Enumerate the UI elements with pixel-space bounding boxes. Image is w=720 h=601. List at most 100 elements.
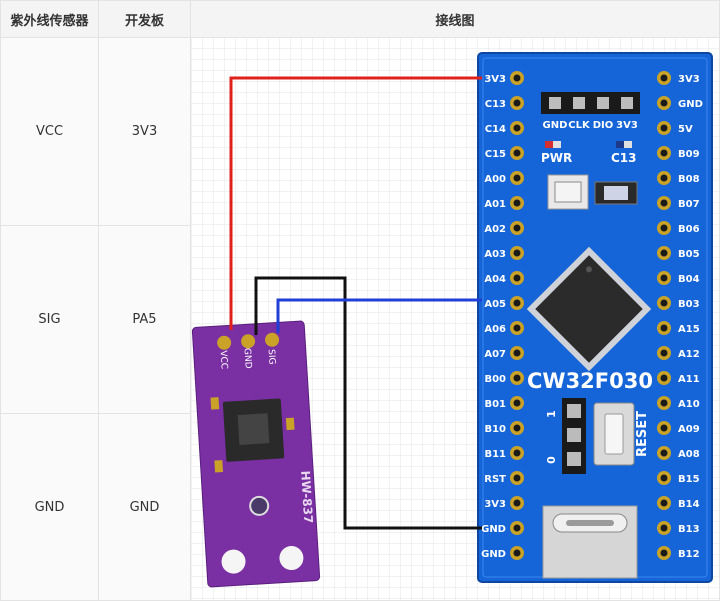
right-pin-label: B06 [678, 224, 700, 235]
sensor-pin-cell: VCC [0, 37, 99, 226]
header-pin [573, 97, 585, 109]
right-pin-hole [660, 124, 668, 132]
right-pin-hole [660, 399, 668, 407]
right-pin-label: A12 [678, 349, 700, 360]
board-pin-cell: PA5 [98, 225, 191, 414]
right-pin-hole [660, 299, 668, 307]
pwr-label: PWR [541, 151, 572, 165]
right-pin-label: B13 [678, 524, 700, 535]
right-pin-label: B07 [678, 199, 700, 210]
header-pin-label: GND [543, 120, 568, 131]
left-pin-label: B01 [484, 399, 506, 410]
board-pin-cell: GND [98, 413, 191, 601]
right-pin-label: A09 [678, 424, 700, 435]
board-name: CW32F030 [527, 369, 653, 393]
left-pin-label: B11 [484, 449, 506, 460]
left-pin-hole [513, 299, 521, 307]
right-pin-hole [660, 99, 668, 107]
table-row: GND GND [0, 413, 720, 601]
left-pin-label: C13 [485, 99, 506, 110]
sensor-pin-label-gnd: GND [242, 348, 253, 369]
wire-gnd [254, 276, 482, 530]
right-pin-hole [660, 274, 668, 282]
right-pin-hole [660, 524, 668, 532]
right-pin-label: B04 [678, 274, 700, 285]
jumper-label-1: 1 [545, 410, 558, 418]
left-pin-label: 3V3 [484, 499, 506, 510]
left-pin-hole [513, 499, 521, 507]
left-pin-label: A02 [484, 224, 506, 235]
sensor-pin-label-sig: SIG [266, 349, 277, 365]
left-pin-label: C14 [485, 124, 506, 135]
table-header-row: 紫外线传感器 开发板 接线图 [0, 0, 720, 38]
left-pin-label: A05 [484, 299, 506, 310]
mount-hole [221, 549, 246, 574]
right-pin-hole [660, 349, 668, 357]
left-pin-label: B00 [484, 374, 506, 385]
right-pin-hole [660, 74, 668, 82]
header-pin-label: CLK [568, 120, 591, 131]
right-pin-label: B14 [678, 499, 700, 510]
left-pin-hole [513, 349, 521, 357]
left-pin-hole [513, 549, 521, 557]
reset-button-cap[interactable] [604, 413, 624, 455]
right-pin-label: B03 [678, 299, 700, 310]
header-pin-label: DIO [593, 120, 614, 131]
right-pin-label: 5V [678, 124, 693, 135]
header-board: 开发板 [98, 0, 191, 38]
board-pin-cell: 3V3 [98, 37, 191, 226]
right-pin-hole [660, 324, 668, 332]
table-row: SIG PA5 [0, 225, 720, 414]
left-pin-hole [513, 74, 521, 82]
right-pin-label: GND [678, 99, 703, 110]
right-pin-label: B12 [678, 549, 700, 560]
left-pin-label: B10 [484, 424, 506, 435]
left-pin-label: A03 [484, 249, 506, 260]
right-pin-label: 3V3 [678, 74, 700, 85]
left-pin-hole [513, 99, 521, 107]
wires [229, 76, 482, 530]
left-pin-label: C15 [485, 149, 506, 160]
header-diagram: 接线图 [190, 0, 720, 38]
smd-part [214, 460, 224, 473]
left-pin-hole [513, 224, 521, 232]
right-pin-hole [660, 449, 668, 457]
uv-photodiode [249, 495, 270, 516]
right-pin-label: A15 [678, 324, 700, 335]
right-pin-hole [660, 249, 668, 257]
jumper-pin [567, 404, 581, 418]
c13-led [616, 141, 624, 148]
right-pin-hole [660, 424, 668, 432]
smd-part [285, 417, 295, 431]
pwr-led [545, 141, 553, 148]
sensor-pin-cell: GND [0, 413, 99, 601]
smd-part [210, 397, 220, 410]
left-pin-hole [513, 124, 521, 132]
left-pin-hole [513, 174, 521, 182]
sensor-pin-label-vcc: VCC [218, 350, 229, 369]
mcu-dot [586, 266, 592, 273]
right-pin-label: A10 [678, 399, 700, 410]
amplifier-chip-top [237, 413, 270, 445]
c13-label: C13 [611, 151, 637, 165]
right-pin-hole [660, 224, 668, 232]
left-pin-hole [513, 149, 521, 157]
sensor-pad-sig [265, 332, 280, 347]
left-pin-label: A01 [484, 199, 506, 210]
debug-header [541, 92, 640, 114]
right-pin-hole [660, 374, 668, 382]
header-pin-label: 3V3 [616, 120, 638, 131]
left-pin-label: RST [484, 474, 506, 485]
pwr-led-cap [553, 141, 561, 148]
left-pin-label: A00 [484, 174, 506, 185]
left-pin-label: 3V3 [484, 74, 506, 85]
sensor-components: VCC GND SIG HW-837 [210, 332, 315, 574]
dev-board: 3V3C13C14C15A00A01A02A03A04A05A06A07B00B… [477, 52, 713, 583]
right-pin-hole [660, 549, 668, 557]
left-pin-hole [513, 399, 521, 407]
sensor-pad-vcc [217, 335, 232, 350]
right-pin-hole [660, 149, 668, 157]
left-pin-label: A04 [484, 274, 506, 285]
